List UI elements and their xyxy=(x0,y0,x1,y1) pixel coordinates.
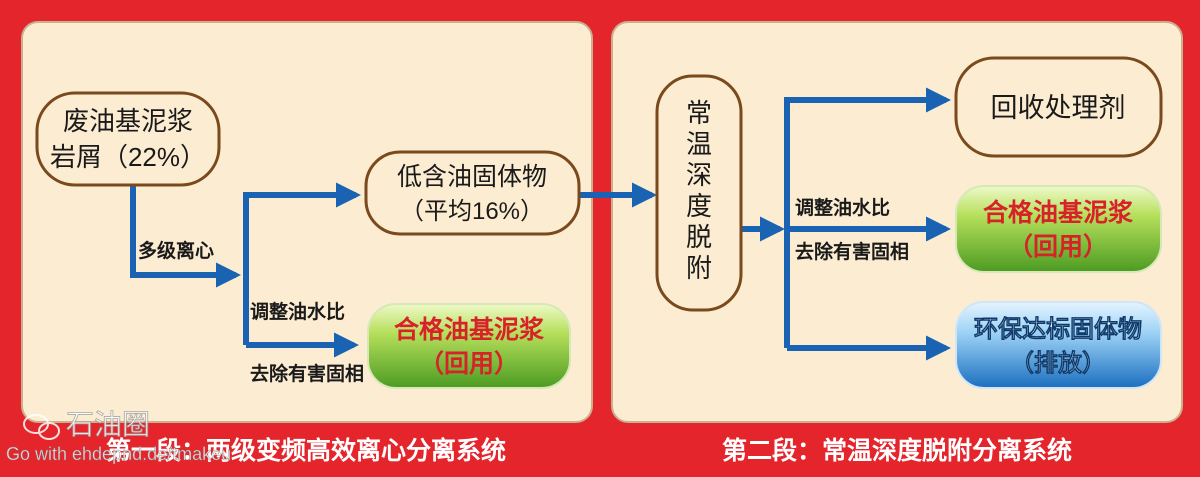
stage-2-title: 第二段：常温深度脱附分离系统 xyxy=(722,436,1072,465)
connectors xyxy=(130,87,952,361)
watermark: 石油圈 Go with ehdepnd.de/tmakeu xyxy=(6,409,232,465)
node-desorption-char-1: 常 xyxy=(686,98,712,128)
node-qualified-mud-2-line-1: 合格油基泥浆 xyxy=(983,198,1133,227)
node-env-solids: 环保达标固体物 （排放） xyxy=(955,301,1162,389)
node-qualified-mud-1-line-1: 合格油基泥浆 xyxy=(394,315,544,344)
node-env-solids-line-2: （排放） xyxy=(1010,349,1106,377)
node-desorption-char-3: 深 xyxy=(686,160,712,190)
node-qualified-mud-1-line-2: （回用） xyxy=(419,349,519,378)
stage-1-title: 第一段：两级变频高效离心分离系统 xyxy=(106,436,506,465)
arrow-to-recovered-agent xyxy=(784,87,952,348)
arrow-split-to-low-oil xyxy=(243,182,362,345)
node-low-oil-solids-line-2: （平均16%） xyxy=(400,198,544,225)
edge-label-adjust-2: 调整油水比 xyxy=(795,196,890,219)
edge-label-adjust-1: 调整油水比 xyxy=(250,300,345,323)
node-waste-mud: 废油基泥浆 岩屑（22%） xyxy=(35,91,221,187)
watermark-url: Go with ehdepnd.de/tmakeu xyxy=(6,444,231,464)
node-waste-mud-line-2: 岩屑（22%） xyxy=(50,142,206,172)
node-low-oil-solids-line-1: 低含油固体物 xyxy=(397,163,547,191)
node-qualified-mud-1: 合格油基泥浆 （回用） xyxy=(367,303,571,389)
node-recovered-agent-label: 回收处理剂 xyxy=(991,93,1126,123)
node-env-solids-line-1: 环保达标固体物 xyxy=(974,316,1142,343)
node-desorption-char-6: 附 xyxy=(686,253,712,283)
node-recovered-agent: 回收处理剂 xyxy=(954,56,1163,158)
edge-label-remove-2: 去除有害固相 xyxy=(795,240,909,263)
node-qualified-mud-2: 合格油基泥浆 （回用） xyxy=(955,185,1162,273)
node-desorption: 常 温 深 度 脱 附 xyxy=(655,74,743,312)
watermark-name: 石油圈 xyxy=(66,409,150,440)
node-qualified-mud-2-line-2: （回用） xyxy=(1008,232,1108,261)
node-desorption-char-4: 度 xyxy=(686,191,712,221)
node-low-oil-solids: 低含油固体物 （平均16%） xyxy=(364,150,581,236)
edge-label-remove-1: 去除有害固相 xyxy=(250,362,364,385)
edge-label-multi-stage: 多级离心 xyxy=(138,239,214,262)
arrow-waste-to-split xyxy=(130,186,242,288)
node-desorption-char-5: 脱 xyxy=(686,222,712,252)
wechat-icon xyxy=(23,414,60,440)
node-desorption-char-2: 温 xyxy=(686,129,712,159)
node-waste-mud-line-1: 废油基泥浆 xyxy=(63,106,193,136)
